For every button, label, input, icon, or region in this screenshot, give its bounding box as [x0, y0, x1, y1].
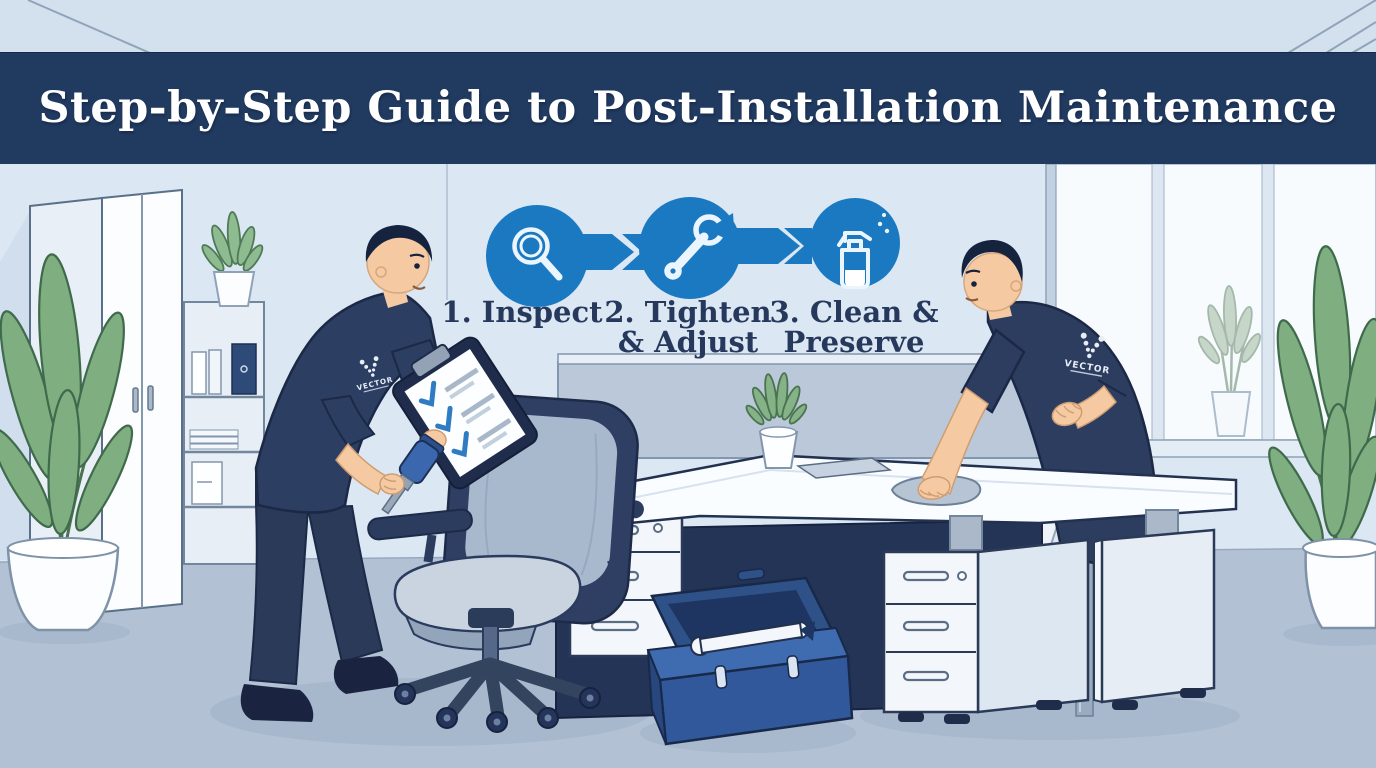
title-banner: Step-by-Step Guide to Post-Installation …: [0, 52, 1376, 164]
toolbox-latch: [714, 665, 728, 689]
step-label-3: 3. Clean &: [769, 295, 938, 329]
step-circle-inspect: [486, 205, 588, 307]
cabinet-handle: [147, 385, 154, 411]
step-label-2: 2. Tighten: [604, 295, 771, 329]
book: [191, 351, 207, 395]
page-title: Step-by-Step Guide to Post-Installation …: [38, 83, 1338, 133]
toolbox-wrench: [690, 621, 815, 656]
chair-base: [401, 657, 593, 723]
left-potted-plant: [0, 253, 134, 632]
binder: [191, 461, 223, 505]
shelf-plant: [201, 211, 264, 307]
cabinet-handle: [132, 387, 139, 413]
left-worker-hand: [379, 473, 405, 495]
left-worker-shoe: [333, 656, 399, 694]
toolbox-handle: [737, 568, 765, 581]
plant-pot: [1304, 546, 1376, 630]
right-drawer-pedestals: [882, 509, 1216, 724]
clipboard-clip: [410, 343, 452, 379]
drawer-lock: [957, 571, 967, 581]
chair-armrest: [367, 508, 473, 541]
notebook: [795, 457, 893, 479]
left-worker-leg: [248, 468, 310, 686]
book: [208, 349, 222, 395]
right-worker-hair: [961, 240, 1023, 282]
magnifier-icon: [512, 227, 563, 281]
drawer-lock: [653, 523, 663, 533]
checklist-clipboard: [392, 336, 538, 490]
open-toolbox: [646, 568, 854, 746]
left-worker-leg: [306, 504, 384, 664]
checklist-rows: [418, 367, 512, 458]
ceiling: [0, 0, 1376, 54]
paper-stack: [189, 429, 239, 437]
left-worker-hair: [365, 225, 433, 262]
step-label-2b: & Adjust: [618, 325, 759, 359]
drawer-handle: [590, 620, 640, 632]
left-worker-shoe: [240, 684, 314, 722]
spray-bottle-icon: [837, 213, 890, 289]
wrench-icon: [664, 213, 735, 280]
binder: [231, 343, 257, 395]
step-label-3b: Preserve: [784, 325, 925, 359]
chair-casters: [394, 683, 601, 733]
right-potted-plant: [1268, 245, 1376, 630]
toolbox-latch: [786, 655, 800, 679]
drawer-handle: [902, 620, 950, 632]
drawer-handle: [902, 670, 950, 682]
left-worker: VECTOR: [240, 225, 538, 722]
step-label-1: 1. Inspect: [441, 295, 603, 329]
windowsill-plant: [1197, 285, 1261, 437]
desk-bracket: [949, 515, 983, 551]
bookshelf: [183, 211, 265, 565]
drawer-handle: [902, 570, 950, 582]
right-worker-wiping-arm: [890, 386, 989, 506]
plant-pot: [6, 546, 120, 632]
desk-plant: [745, 372, 808, 469]
step-flow: 1. Inspect 2. Tighten & Adjust 3. Clean …: [441, 197, 939, 359]
